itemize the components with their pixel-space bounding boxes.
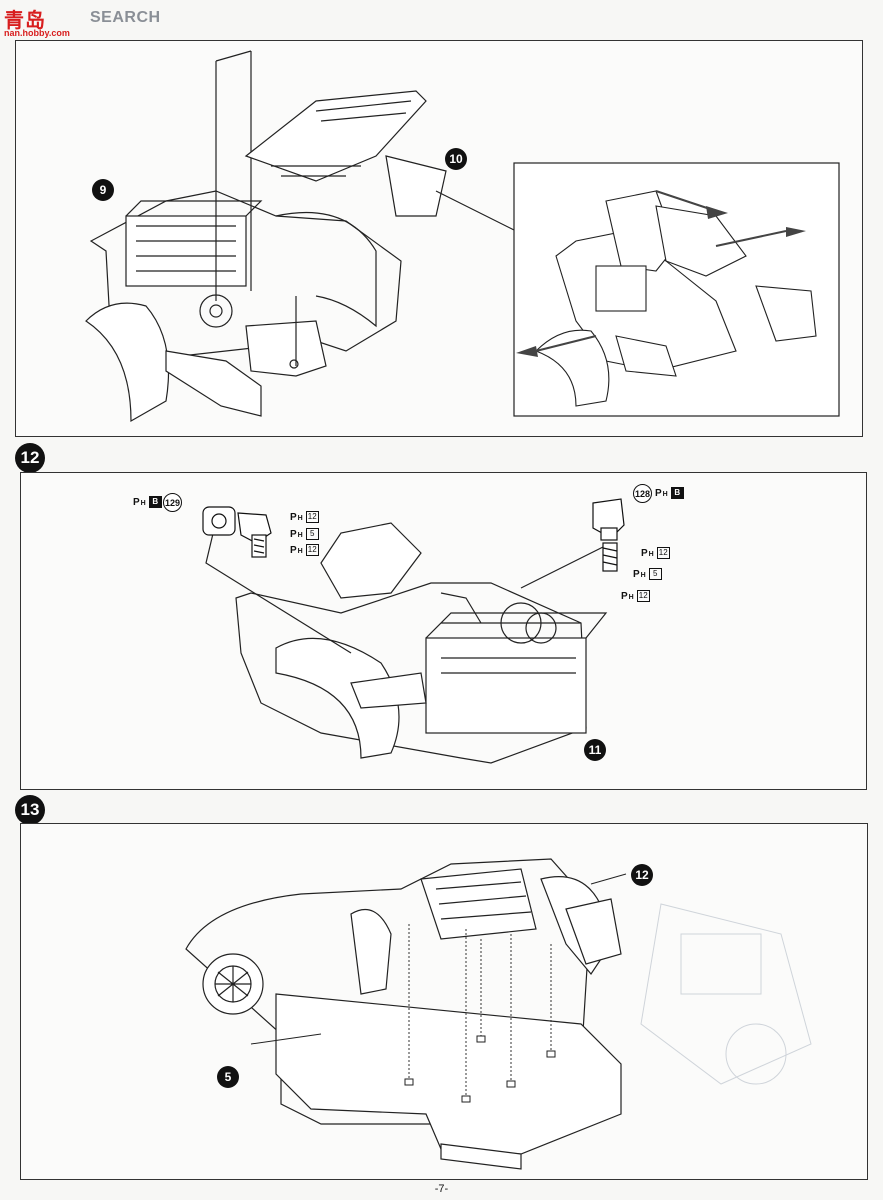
callout-12: 12	[631, 864, 653, 886]
callout-10: 10	[445, 148, 467, 170]
tag-b-left: B	[148, 496, 162, 508]
suspension-assembly-drawing	[202, 498, 625, 764]
watermark: 青岛 SEARCH nan.hobby.com	[4, 4, 184, 38]
part-129: 129	[163, 493, 182, 512]
callout-5: 5	[217, 1066, 239, 1088]
tag-b-right: B	[670, 487, 684, 499]
watermark-url: nan.hobby.com	[4, 28, 70, 38]
watermark-logo: 青岛	[4, 10, 46, 32]
step-number-12: 12	[15, 443, 45, 473]
watermark-text: SEARCH	[90, 9, 161, 26]
panel-steps-9-10: 9 10	[15, 40, 863, 437]
engine-assembly-drawing	[85, 50, 840, 423]
panel-step-13: 12 5	[20, 823, 868, 1180]
part-128: 128	[633, 484, 652, 503]
callout-9: 9	[92, 179, 114, 201]
page-number: -7-	[434, 1183, 449, 1195]
step-number-13: 13	[15, 795, 45, 825]
callout-11: 11	[584, 739, 606, 761]
chassis-assembly-drawing	[185, 858, 812, 1170]
